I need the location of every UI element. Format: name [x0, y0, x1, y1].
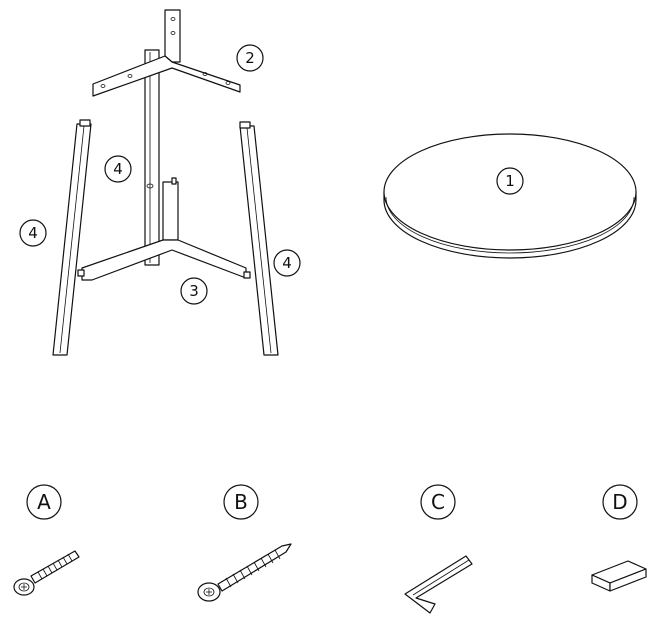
callout-4-right: 4 [273, 249, 301, 277]
callout-3-label: 3 [189, 282, 199, 300]
hardware-b-label: B [234, 490, 248, 514]
hardware-d-label: D [612, 490, 627, 514]
screw-icon [197, 543, 292, 602]
left-leg [52, 119, 92, 356]
hardware-label-b: B [223, 484, 259, 520]
lower-frame [77, 177, 251, 281]
callout-3: 3 [180, 277, 208, 305]
hex-key-icon [404, 555, 473, 614]
callout-1-label: 1 [505, 172, 515, 190]
center-leg [144, 49, 160, 266]
callout-4-right-label: 4 [282, 254, 292, 272]
hardware-c-label: C [431, 490, 445, 514]
hardware-label-d: D [602, 484, 638, 520]
right-leg [239, 121, 279, 356]
bolt-icon [13, 550, 80, 596]
callout-1: 1 [496, 167, 524, 195]
callout-2: 2 [236, 44, 264, 72]
callout-4-center: 4 [104, 155, 132, 183]
callout-2-label: 2 [245, 49, 255, 67]
callout-4-left-label: 4 [28, 224, 38, 242]
hardware-a-label: A [37, 490, 51, 514]
table-top [383, 133, 637, 259]
upper-frame [92, 9, 241, 97]
hardware-label-a: A [26, 484, 62, 520]
callout-4-left: 4 [19, 219, 47, 247]
hardware-label-c: C [420, 484, 456, 520]
felt-pad-icon [591, 560, 647, 592]
callout-4-center-label: 4 [113, 160, 123, 178]
